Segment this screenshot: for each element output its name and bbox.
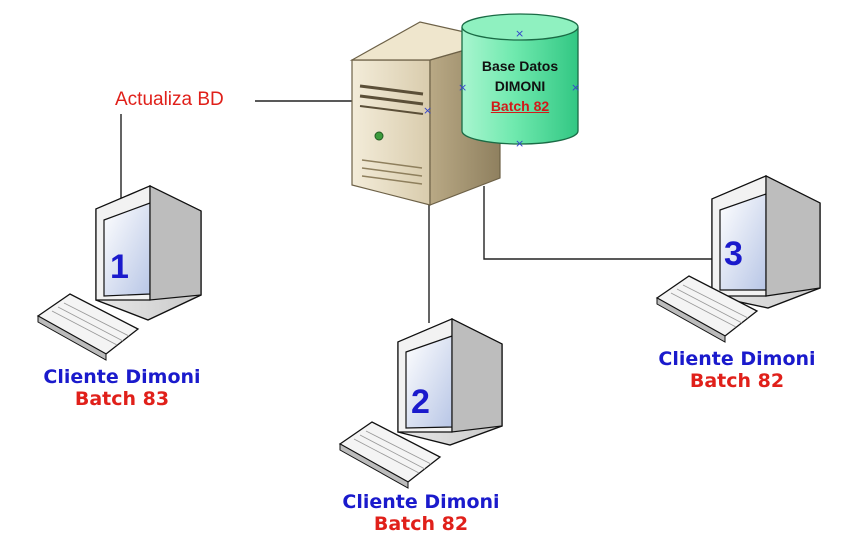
client-1-name: Cliente Dimoni — [43, 366, 201, 388]
database-cylinder: × × × × — [458, 13, 580, 150]
client-3-batch: Batch 82 — [689, 370, 785, 392]
client-3-label: Cliente Dimoni Batch 82 — [637, 348, 837, 392]
svg-text:×: × — [458, 81, 467, 94]
client-computer-1: 1 — [36, 185, 202, 361]
client-1-label: Cliente Dimoni Batch 83 — [22, 366, 222, 410]
client-2-batch: Batch 82 — [373, 513, 469, 535]
database-name-line1: Base Datos — [481, 58, 559, 74]
svg-text:×: × — [423, 104, 432, 117]
client-2-label: Cliente Dimoni Batch 82 — [321, 491, 521, 535]
keyboard-1 — [36, 293, 140, 361]
database-label: Base Datos DIMONI Batch 82 — [462, 56, 578, 116]
client-2-name: Cliente Dimoni — [342, 491, 500, 513]
client-computer-3: 3 — [655, 175, 821, 343]
keyboard-3 — [655, 275, 759, 343]
client-3-number: 3 — [724, 235, 743, 273]
keyboard-2 — [338, 421, 442, 489]
connector-server-to-client-3 — [483, 186, 727, 260]
selection-handles: × × × × — [458, 27, 580, 150]
svg-text:×: × — [515, 137, 524, 150]
client-2-number: 2 — [411, 383, 430, 421]
update-db-label: Actualiza BD — [115, 89, 224, 110]
svg-text:×: × — [571, 81, 580, 94]
database-batch: Batch 82 — [490, 98, 550, 114]
client-1-number: 1 — [110, 248, 129, 286]
client-1-batch: Batch 83 — [74, 388, 170, 410]
svg-text:×: × — [515, 27, 524, 40]
connector-lines — [120, 100, 727, 323]
database-name-line2: DIMONI — [494, 78, 546, 94]
client-3-name: Cliente Dimoni — [658, 348, 816, 370]
client-computer-2: 2 — [338, 318, 503, 489]
